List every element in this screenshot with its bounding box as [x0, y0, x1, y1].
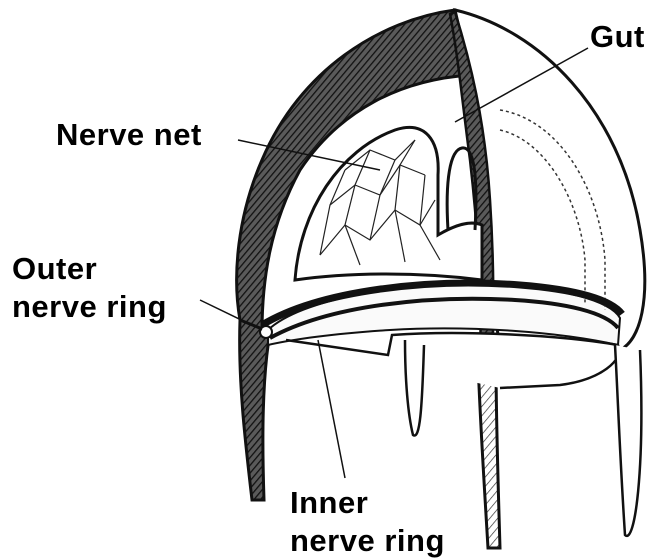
canal-loop: [447, 148, 476, 230]
gut-label: Gut: [590, 18, 645, 56]
back-tentacle-right: [615, 345, 641, 536]
inner-nerve-ring-label: Inner nerve ring: [290, 484, 445, 560]
center-tentacle: [478, 360, 500, 548]
nerve-net-label: Nerve net: [56, 116, 202, 154]
left-tentacle: [240, 320, 270, 500]
inner-nerve-ring-leader: [318, 340, 345, 478]
velum: [286, 333, 619, 388]
ring-junction-left: [260, 326, 272, 338]
back-tentacle-left: [405, 340, 424, 436]
outer-nerve-ring-label: Outer nerve ring: [12, 250, 167, 326]
nerve-net-region: [295, 127, 482, 280]
